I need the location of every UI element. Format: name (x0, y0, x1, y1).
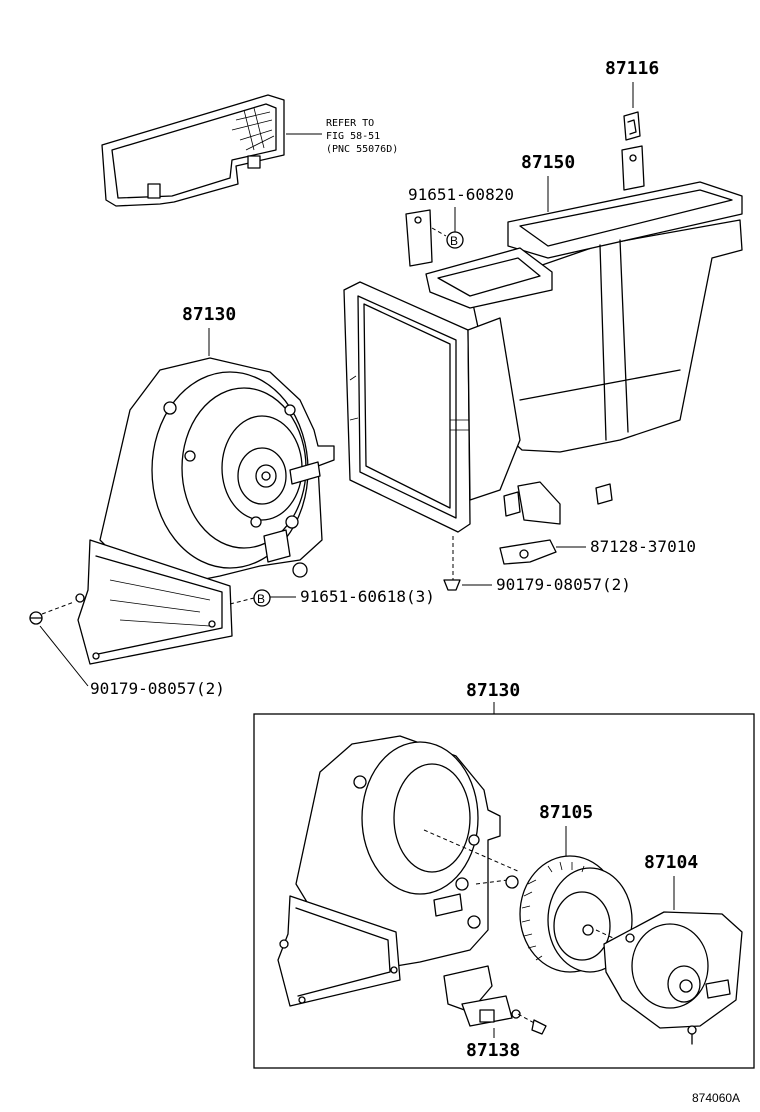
marker-b-upper: B (450, 234, 458, 248)
motor-87104 (603, 911, 743, 1045)
callout-90179-left: 90179-08057(2) (90, 679, 225, 698)
bolt-guide-lower (229, 597, 255, 605)
figure-code: 874060A (692, 1091, 740, 1105)
screw-guide-left (41, 601, 75, 615)
callout-91651-60618: 91651-60618(3) (300, 587, 435, 606)
bolt-guide-upper (431, 227, 447, 237)
marker-b-lower-circle (253, 589, 271, 607)
axis-guide-3 (595, 929, 627, 945)
refer-note-line3: (PNC 55076D) (326, 144, 398, 155)
callout-87130-inset: 87130 (466, 680, 520, 701)
callout-87104: 87104 (644, 852, 698, 873)
washer-small (505, 875, 519, 889)
clip-87116 (623, 111, 641, 141)
axis-guide-2 (475, 879, 509, 885)
callout-87150: 87150 (521, 152, 575, 173)
callout-87105: 87105 (539, 802, 593, 823)
callout-87128-37010: 87128-37010 (590, 537, 696, 556)
connector-87128 (499, 539, 557, 565)
blower-assembly-87130 (75, 357, 335, 665)
callout-91651-60820: 91651-60820 (408, 185, 514, 204)
blower-duct-87150 (405, 145, 743, 525)
refer-note-line2: FIG 58-51 (326, 131, 380, 142)
refer-note-line1: REFER TO (326, 118, 374, 129)
resistor-87138 (443, 965, 521, 1027)
marker-b-lower: B (257, 592, 265, 606)
marker-b-upper-circle (446, 231, 464, 249)
fan-87105 (519, 855, 633, 973)
axis-guide-1 (423, 829, 521, 873)
screw-90179-left (29, 611, 43, 625)
resistor-screw (531, 1019, 547, 1035)
callout-87130-top: 87130 (182, 304, 236, 325)
air-filter-cover (101, 94, 285, 207)
screw-90179-right (443, 579, 461, 591)
evaporator-case (343, 281, 521, 533)
callout-87116: 87116 (605, 58, 659, 79)
leader-90179-left (39, 625, 89, 687)
callout-87138: 87138 (466, 1040, 520, 1061)
blower-case-exploded (277, 735, 501, 1007)
exploded-view-frame (253, 713, 755, 1069)
callout-90179-right: 90179-08057(2) (496, 575, 631, 594)
